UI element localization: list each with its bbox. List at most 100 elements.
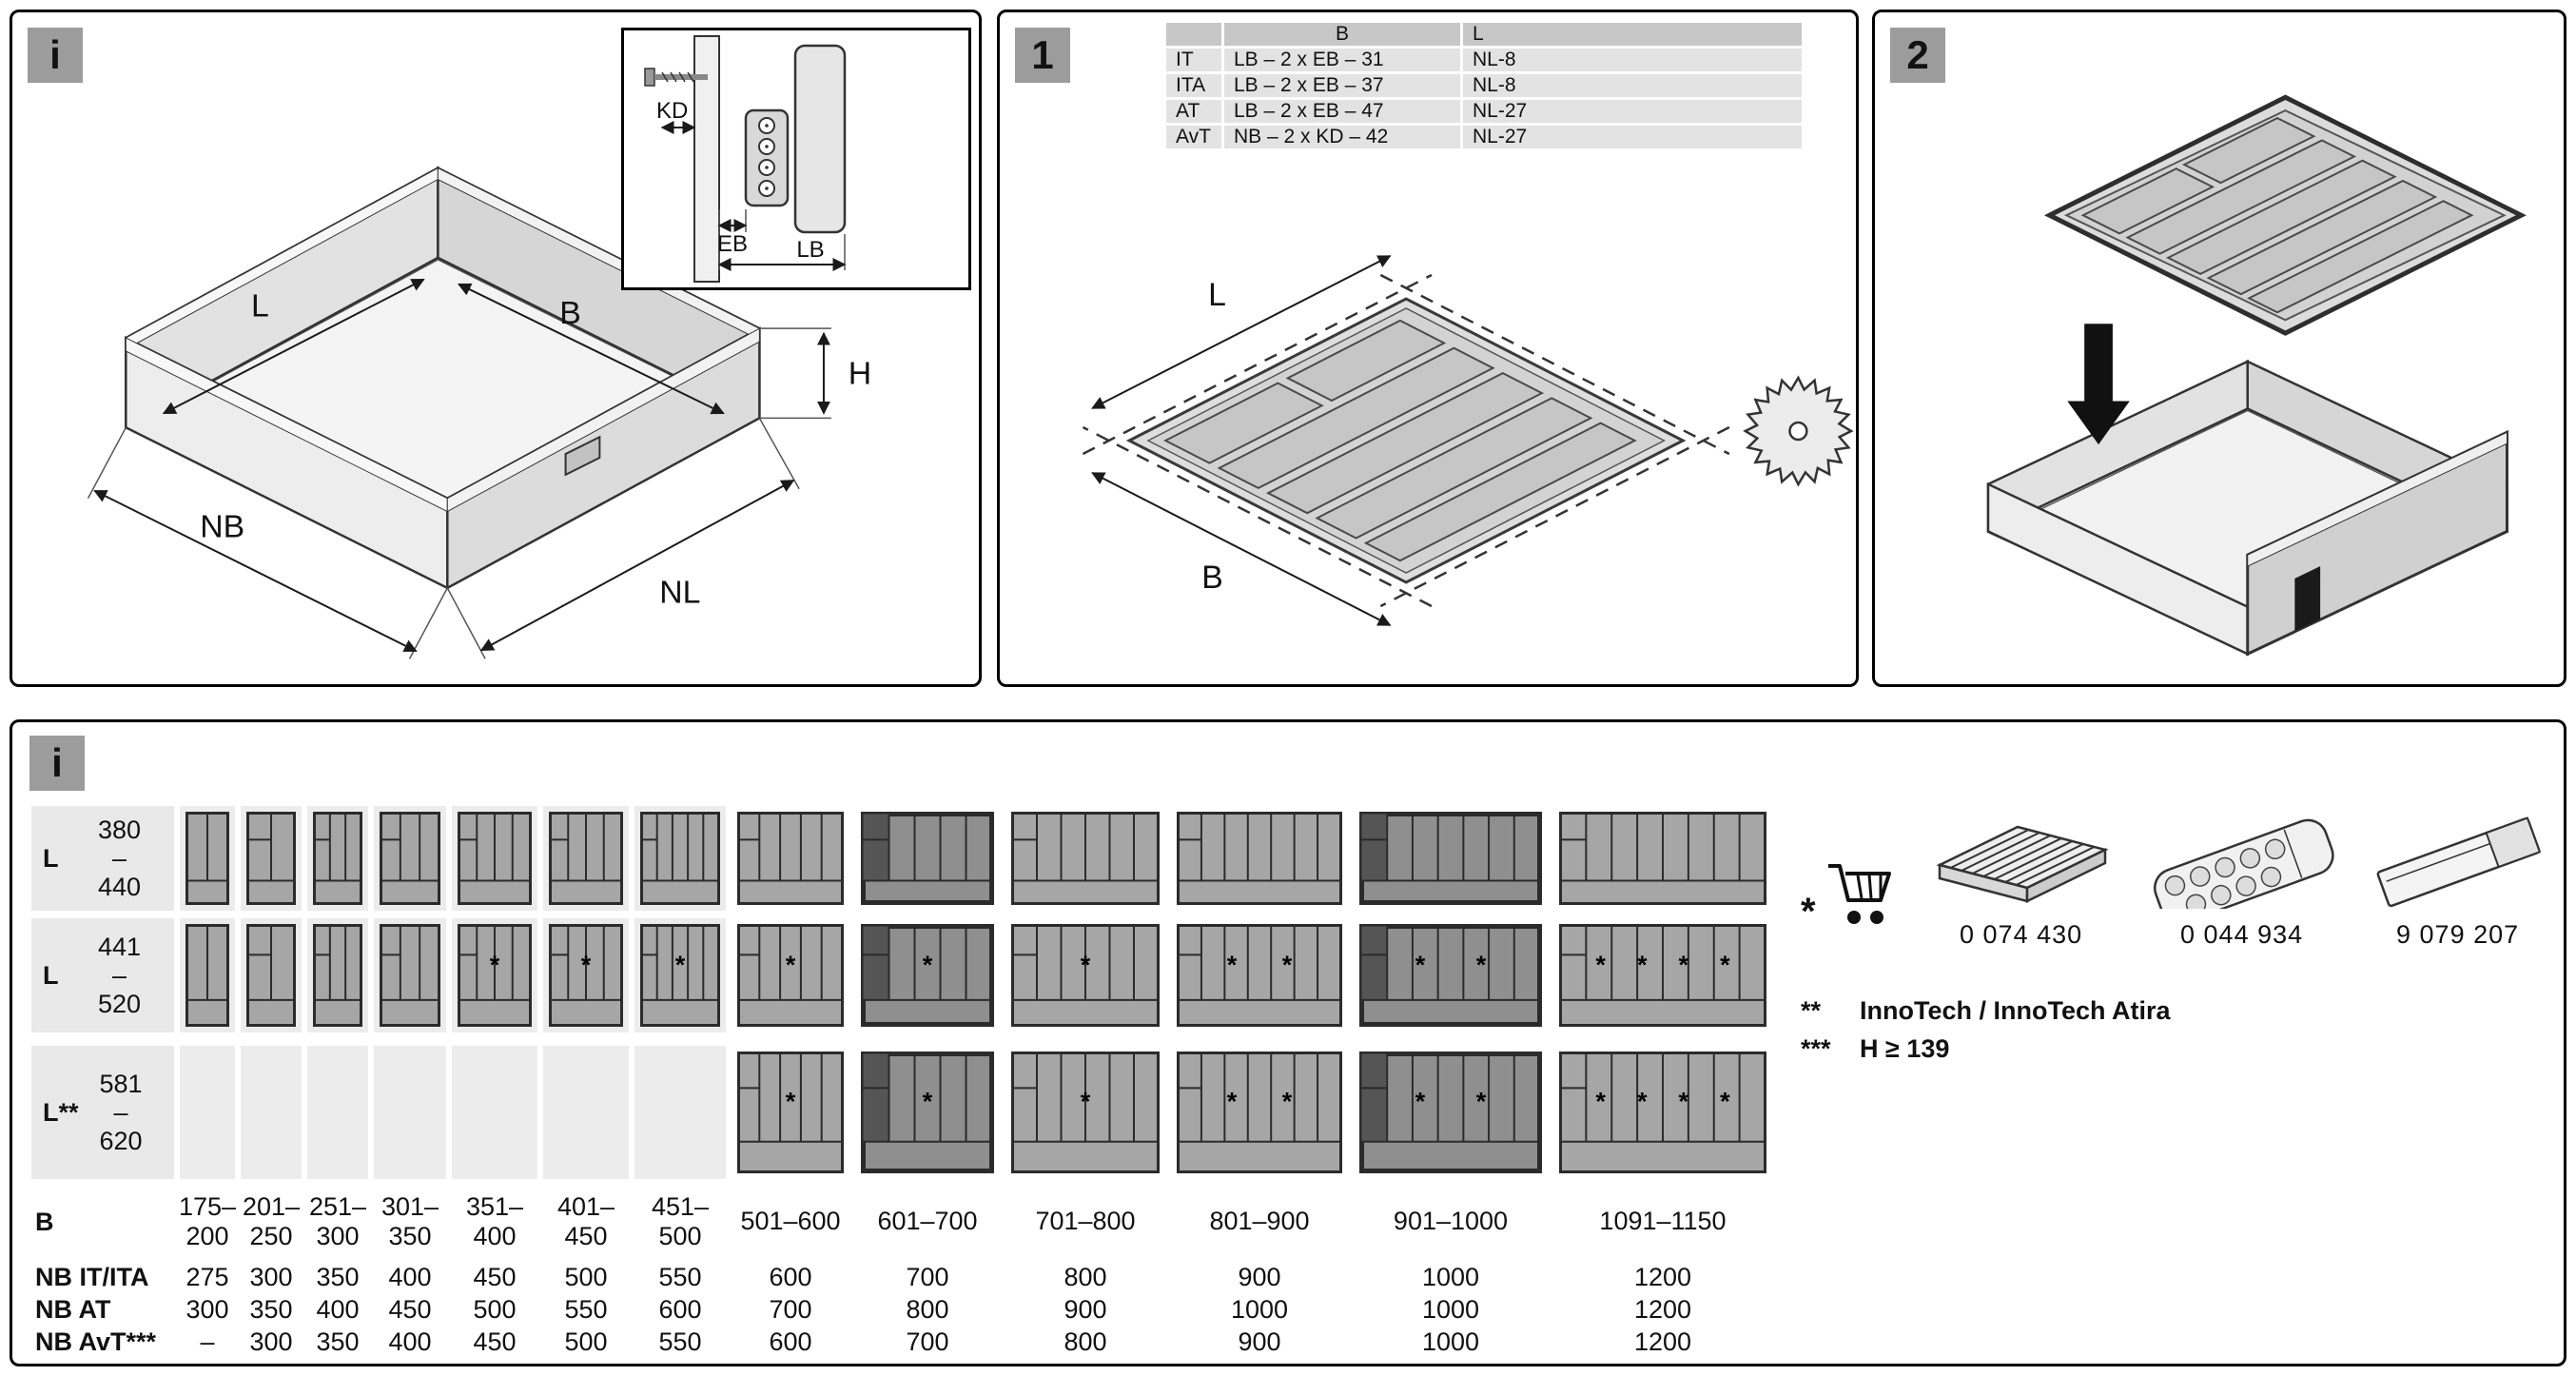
tray-cell: **** bbox=[1553, 918, 1772, 1032]
universal-insert-icon bbox=[2153, 818, 2334, 909]
nb-value: 550 bbox=[658, 1327, 702, 1356]
nb-value: 300 bbox=[249, 1327, 293, 1356]
insert-down-arrow-icon bbox=[2067, 324, 2130, 445]
accessory-product: 0 074 430 bbox=[1926, 810, 2117, 950]
nb-value: 800 bbox=[906, 1294, 949, 1324]
tray-icon bbox=[313, 812, 362, 905]
svg-text:*: * bbox=[1081, 1087, 1091, 1115]
tray-cell bbox=[374, 918, 446, 1032]
width-range: 251– 300 bbox=[308, 1191, 367, 1250]
svg-text:*: * bbox=[675, 951, 686, 979]
footnote-innotech: ** InnoTech / InnoTech Atira bbox=[1801, 992, 2552, 1030]
nb-value: 350 bbox=[249, 1294, 293, 1324]
dim-label: B bbox=[1201, 560, 1223, 596]
tray-cell: * bbox=[732, 1046, 849, 1179]
tray-icon bbox=[380, 812, 440, 905]
svg-text:*: * bbox=[1720, 951, 1730, 979]
nb-value: 550 bbox=[564, 1294, 608, 1324]
tray-cell: ** bbox=[1354, 1046, 1548, 1179]
tray-insertion-drawing bbox=[1986, 94, 2527, 657]
nb-value: 900 bbox=[1238, 1327, 1281, 1356]
runner-profile bbox=[744, 108, 790, 207]
nb-value: 800 bbox=[1064, 1327, 1107, 1356]
width-range: 701–800 bbox=[1035, 1207, 1136, 1236]
width-key: B bbox=[35, 1207, 54, 1236]
tray-icon: * bbox=[861, 1052, 994, 1173]
length-range-header: L** 581 – 620 bbox=[31, 1046, 174, 1179]
svg-text:*: * bbox=[1227, 951, 1238, 979]
nb-value: 1200 bbox=[1633, 1294, 1692, 1324]
width-range: 601–700 bbox=[877, 1207, 978, 1236]
nb-value: 500 bbox=[473, 1294, 517, 1324]
length-range: 581 – 620 bbox=[99, 1069, 143, 1156]
svg-text:*: * bbox=[1476, 1087, 1487, 1115]
tray-cell bbox=[543, 1046, 629, 1179]
dim-label: LB bbox=[796, 237, 824, 263]
tray-matrix-row: L**581 – 620*********** bbox=[31, 1046, 1772, 1179]
l-formula: NL-8 bbox=[1463, 74, 1802, 97]
tray-icon bbox=[1359, 812, 1542, 905]
tray-cell bbox=[634, 806, 726, 911]
footnote-prefix: ** bbox=[1801, 996, 1822, 1025]
svg-text:*: * bbox=[490, 951, 500, 979]
footnote-prefix: *** bbox=[1801, 1034, 1831, 1063]
tray-cell bbox=[307, 1046, 368, 1179]
nb-value: 450 bbox=[473, 1262, 517, 1291]
tray-icon bbox=[861, 812, 994, 905]
tray-cell: ** bbox=[1354, 918, 1548, 1032]
tray-icon bbox=[380, 924, 440, 1027]
tray-cell bbox=[307, 806, 368, 911]
saw-blade-icon bbox=[1743, 375, 1854, 487]
nb-label: NB AT bbox=[35, 1294, 111, 1324]
tray-cell bbox=[855, 806, 1000, 911]
tray-cell: * bbox=[452, 918, 537, 1032]
step-2-badge: 2 bbox=[1890, 28, 1945, 83]
svg-text:*: * bbox=[1081, 951, 1091, 979]
info-badge-matrix: i bbox=[29, 736, 85, 791]
dim-label: KD bbox=[656, 98, 688, 124]
svg-text:*: * bbox=[1282, 951, 1293, 979]
tray-cell bbox=[180, 806, 235, 911]
width-range: 301– 350 bbox=[381, 1191, 439, 1250]
tray-icon: ** bbox=[1177, 1052, 1342, 1173]
tray-cell: * bbox=[855, 1046, 1000, 1179]
dim-label: L bbox=[1208, 277, 1226, 313]
footnote-star: * bbox=[1801, 891, 1816, 933]
nb-value: 450 bbox=[388, 1294, 432, 1324]
b-formula: LB – 2 x EB – 37 bbox=[1224, 74, 1460, 97]
svg-text:*: * bbox=[1227, 1087, 1238, 1115]
dim-label: NB bbox=[200, 508, 244, 544]
length-key: L** bbox=[43, 1097, 79, 1127]
tray-cell bbox=[1354, 806, 1548, 911]
footnote-text: H ≥ 139 bbox=[1860, 1034, 1950, 1063]
svg-text:*: * bbox=[1415, 951, 1426, 979]
accessory-product: 0 044 934 bbox=[2141, 810, 2343, 950]
nb-value: – bbox=[200, 1327, 215, 1356]
tray-cell bbox=[452, 1046, 537, 1179]
tray-icon bbox=[185, 812, 229, 905]
svg-text:*: * bbox=[786, 951, 796, 979]
tray-cell bbox=[180, 1046, 235, 1179]
width-range: 201– 250 bbox=[242, 1191, 301, 1250]
footnote-text: InnoTech / InnoTech Atira bbox=[1860, 996, 2171, 1025]
svg-text:*: * bbox=[1415, 1087, 1426, 1115]
calc-col-l: L bbox=[1463, 23, 1802, 46]
nb-value: 700 bbox=[906, 1262, 949, 1291]
tray-cell bbox=[1553, 806, 1772, 911]
nb-value: 900 bbox=[1238, 1262, 1281, 1291]
svg-text:*: * bbox=[786, 1087, 796, 1115]
nb-value: 350 bbox=[316, 1262, 360, 1291]
calc-corner-cell bbox=[1166, 23, 1221, 46]
product-number: 0 044 934 bbox=[2180, 920, 2304, 949]
nb-value: 1200 bbox=[1633, 1327, 1692, 1356]
tray-icon bbox=[185, 924, 229, 1027]
